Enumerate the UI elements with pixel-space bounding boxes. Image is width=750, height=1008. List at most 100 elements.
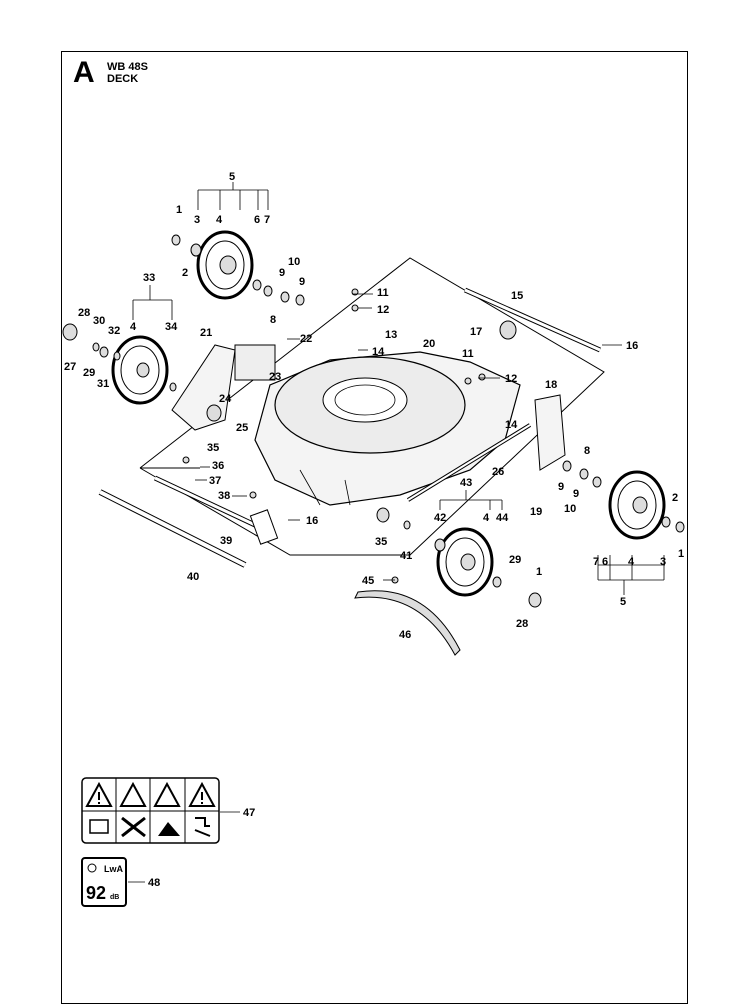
callout-32: 32	[108, 325, 120, 337]
wheel-rear-right	[608, 470, 666, 540]
section-name: DECK	[107, 73, 139, 85]
callout-42: 42	[434, 512, 446, 524]
callout-12b: 12	[505, 373, 517, 385]
callout-3: 3	[194, 214, 200, 226]
callout-9c: 9	[558, 481, 564, 493]
callout-35: 35	[207, 442, 219, 454]
callout-41: 41	[400, 550, 412, 562]
side-bracket	[534, 394, 566, 471]
wheel-rear-left	[196, 230, 254, 300]
callout-4d: 4	[628, 556, 635, 568]
callout-24: 24	[219, 393, 232, 405]
callout-15: 15	[511, 290, 523, 302]
callout-11: 11	[377, 287, 389, 299]
callout-36: 36	[212, 460, 224, 472]
front-axle	[406, 423, 532, 502]
callout-6b: 6	[602, 556, 608, 568]
wheel-front-right	[436, 527, 494, 597]
sound-level-decal: LwA 92 dB	[81, 857, 127, 907]
callout-20: 20	[423, 338, 435, 350]
hand-blade-icon	[121, 816, 146, 838]
callout-14: 14	[372, 346, 385, 358]
height-adjust-bar	[153, 475, 279, 545]
callout-37: 37	[209, 475, 221, 487]
bystander-icon	[158, 822, 180, 836]
drive-cover	[171, 344, 276, 431]
callout-numbers: 5 1 3 4 6 7 2 10 9 9 8 33 28 30 32 4 34 …	[64, 171, 684, 889]
sound-lwa-label: LwA	[104, 864, 123, 874]
warning-triangle-icon	[119, 781, 147, 807]
callout-6: 6	[254, 214, 260, 226]
callout-38: 38	[218, 490, 230, 502]
callout-4: 4	[216, 214, 223, 226]
unplug-icon	[194, 817, 211, 837]
callout-1: 1	[176, 204, 182, 216]
callout-45: 45	[362, 575, 374, 587]
callout-leaders	[128, 182, 665, 883]
callout-47: 47	[243, 807, 255, 819]
callout-10: 10	[288, 256, 300, 268]
callout-3b: 3	[660, 556, 666, 568]
callout-40: 40	[187, 571, 199, 583]
section-letter: A	[73, 56, 95, 89]
callout-12: 12	[377, 304, 389, 316]
callout-44: 44	[496, 512, 509, 524]
callout-10b: 10	[564, 503, 576, 515]
callout-16: 16	[626, 340, 638, 352]
callout-9b: 9	[299, 276, 305, 288]
callout-43: 43	[460, 477, 472, 489]
sound-unit-label: dB	[110, 894, 119, 901]
callout-28b: 28	[516, 618, 528, 630]
callout-21: 21	[200, 327, 212, 339]
callout-9d: 9	[573, 488, 579, 500]
warning-decal	[81, 777, 220, 844]
callout-14b: 14	[505, 419, 518, 431]
callout-18: 18	[545, 379, 557, 391]
callout-4c: 4	[483, 512, 490, 524]
callout-29: 29	[83, 367, 95, 379]
callout-46: 46	[399, 629, 411, 641]
sound-icon	[87, 863, 97, 873]
callout-13: 13	[385, 329, 397, 341]
axle-rod	[98, 489, 247, 568]
sound-level-value: 92	[86, 883, 106, 903]
wheel-front-left	[111, 335, 169, 405]
callout-4b: 4	[130, 321, 137, 333]
callout-19: 19	[530, 506, 542, 518]
callout-7b: 7	[593, 556, 599, 568]
callout-8: 8	[270, 314, 276, 326]
deck-body	[254, 351, 521, 506]
callout-26: 26	[492, 466, 504, 478]
callout-11b: 11	[462, 348, 474, 360]
callout-25: 25	[236, 422, 248, 434]
callout-5-right: 5	[620, 596, 626, 608]
warning-triangle-icon	[153, 781, 181, 807]
callout-34: 34	[165, 321, 178, 333]
manual-icon	[89, 819, 109, 834]
callout-5-top: 5	[229, 171, 235, 183]
handle-bracket	[463, 287, 602, 353]
callout-16b: 16	[306, 515, 318, 527]
callout-27: 27	[64, 361, 76, 373]
model-name: WB 48S	[107, 61, 148, 73]
callout-23: 23	[269, 371, 281, 383]
callout-1c: 1	[678, 548, 684, 560]
callout-22: 22	[300, 333, 312, 345]
callout-33: 33	[143, 272, 155, 284]
callout-8b: 8	[584, 445, 590, 457]
callout-48: 48	[148, 877, 160, 889]
callout-1b: 1	[536, 566, 542, 578]
callout-2: 2	[182, 267, 188, 279]
callout-9: 9	[279, 267, 285, 279]
callout-29b: 29	[509, 554, 521, 566]
callout-2b: 2	[672, 492, 678, 504]
callout-30: 30	[93, 315, 105, 327]
callout-28: 28	[78, 307, 90, 319]
callout-7: 7	[264, 214, 270, 226]
callout-31: 31	[97, 378, 109, 390]
callout-35b: 35	[375, 536, 387, 548]
page-frame	[61, 51, 688, 1004]
rear-skirt	[354, 590, 461, 656]
callout-17: 17	[470, 326, 482, 338]
